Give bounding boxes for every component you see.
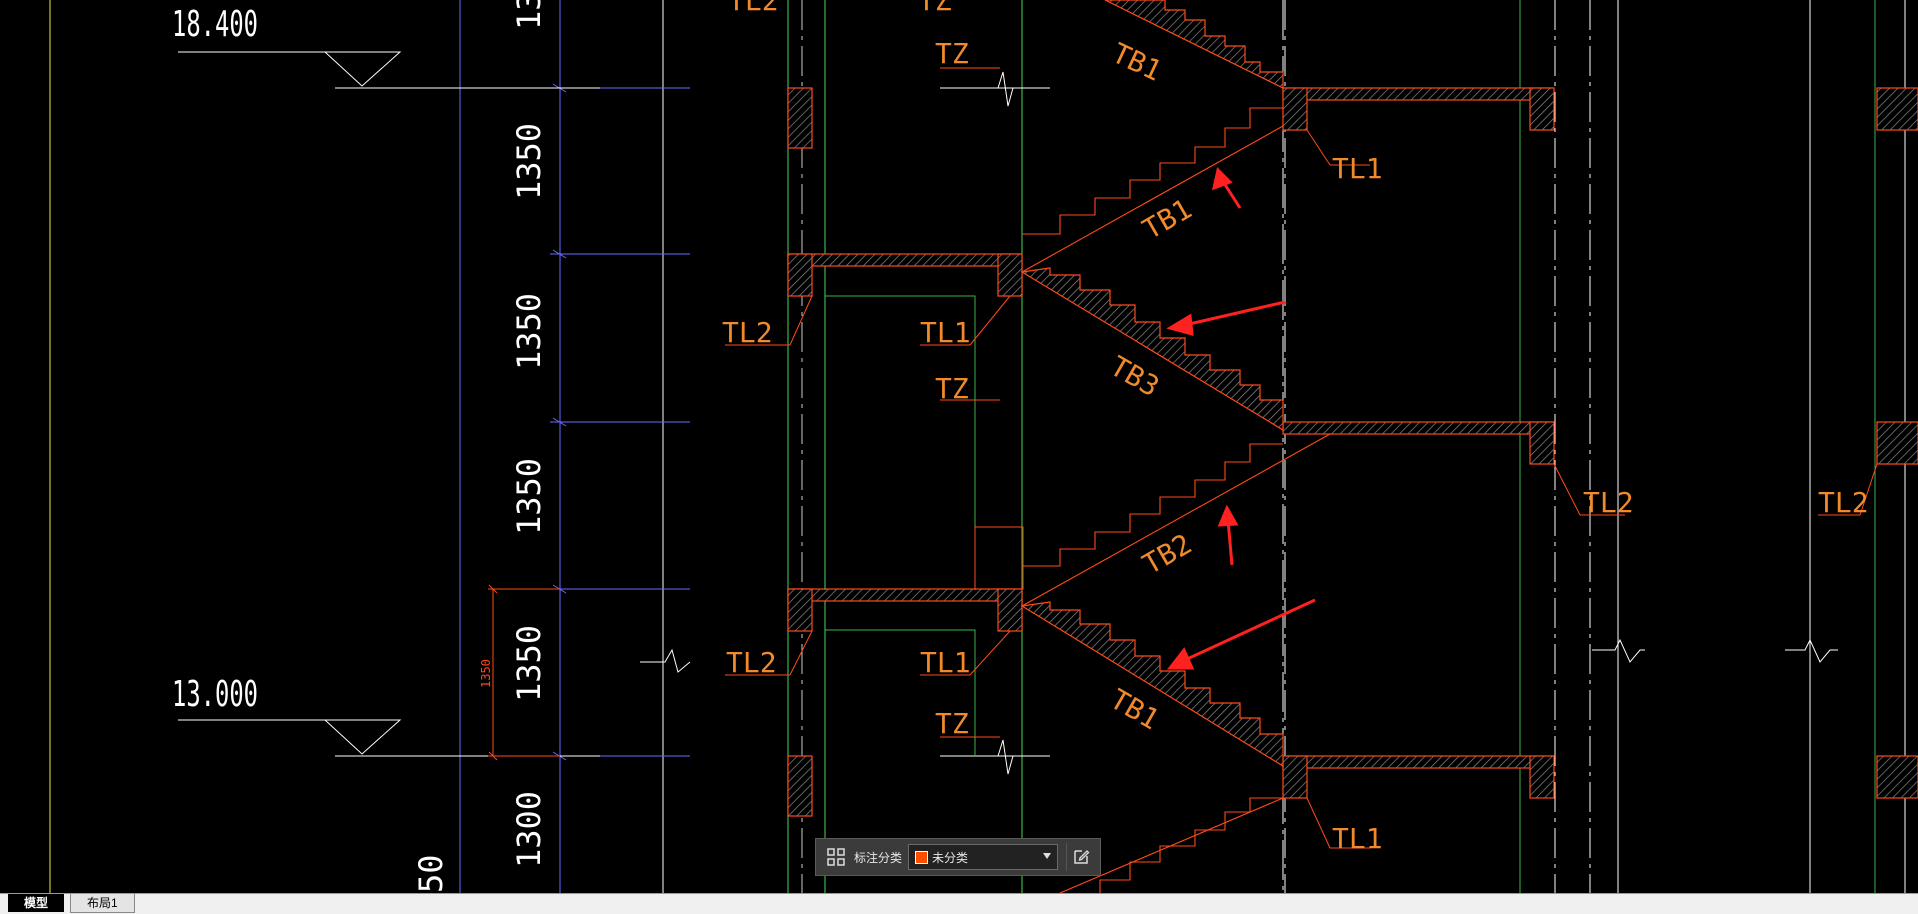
category-color-swatch (915, 850, 929, 864)
label-tz-top-partial: TZ (918, 0, 952, 17)
tab-layout1[interactable]: 布局1 (70, 894, 135, 913)
stair-flights-outline (1021, 107, 1331, 893)
leader-lines (725, 67, 1878, 849)
label-tb1-low: TB1 (1105, 682, 1165, 736)
stair-flights-hatched (1020, 0, 1284, 768)
elevation-marker-bottom: 13.000 (172, 674, 402, 755)
label-tb3: TB3 (1105, 349, 1165, 403)
vertical-grid-lines (49, 0, 1906, 893)
annotation-category-value: 未分类 (932, 850, 969, 865)
layout-tab-bar: 模型 布局1 (0, 893, 1918, 914)
dim-1350-a: 1350 (510, 123, 548, 200)
chevron-down-icon (1043, 853, 1052, 859)
label-tl1-top-right: TL1 (1332, 152, 1383, 185)
elevation-top-value: 18.400 (172, 4, 258, 45)
label-tb1-mid: TB1 (1137, 192, 1197, 246)
label-tl1-bottom-right: TL1 (1332, 822, 1383, 855)
dim-1350-c: 1350 (510, 458, 548, 535)
annotation-category-toolbar: 标注分类 未分类 (815, 838, 1101, 876)
annotation-category-label: 标注分类 (854, 850, 903, 865)
label-tl2-low-left: TL2 (726, 646, 777, 679)
small-dim-text: 1350 (479, 659, 493, 688)
dim-1300: 1300 (510, 791, 548, 868)
dim-top-partial: 135 (510, 0, 548, 30)
dim-1350-d: 1350 (510, 625, 548, 702)
cad-drawing-canvas[interactable]: 18.400 13.000 135 1350 1350 1350 1350 13… (0, 0, 1918, 893)
annotation-arrows (1166, 167, 1316, 670)
label-tl1-mid-left: TL1 (920, 316, 971, 349)
grid-icon[interactable] (822, 843, 850, 871)
annotation-category-select[interactable]: 未分类 (908, 844, 1059, 870)
dim-bottom-partial: 50 (412, 854, 450, 893)
label-tl1-low-left: TL1 (920, 646, 971, 679)
label-tl2-top-partial: TL2 (728, 0, 779, 17)
dimension-chain (550, 83, 690, 761)
label-tb2: TB2 (1137, 527, 1197, 581)
label-tl2-right: TL2 (1583, 486, 1634, 519)
dim-1350-b: 1350 (510, 293, 548, 370)
dimension-texts: 135 1350 1350 1350 1350 1300 50 (412, 0, 548, 893)
tz-columns (824, 295, 1024, 756)
label-tz-mid: TZ (935, 372, 969, 405)
label-tl2-mid-left: TL2 (722, 316, 773, 349)
elevation-bottom-value: 13.000 (172, 674, 258, 715)
edit-icon[interactable] (1066, 843, 1095, 871)
label-tb1-top: TB1 (1107, 36, 1167, 87)
label-tl2-far-right: TL2 (1818, 486, 1869, 519)
landing-slabs (787, 87, 1918, 817)
small-red-dimension: 1350 (479, 584, 560, 761)
label-tz-low: TZ (935, 707, 969, 740)
label-tz-top: TZ (935, 37, 969, 70)
elevation-marker-top: 18.400 (172, 4, 402, 87)
tab-model[interactable]: 模型 (8, 894, 65, 912)
